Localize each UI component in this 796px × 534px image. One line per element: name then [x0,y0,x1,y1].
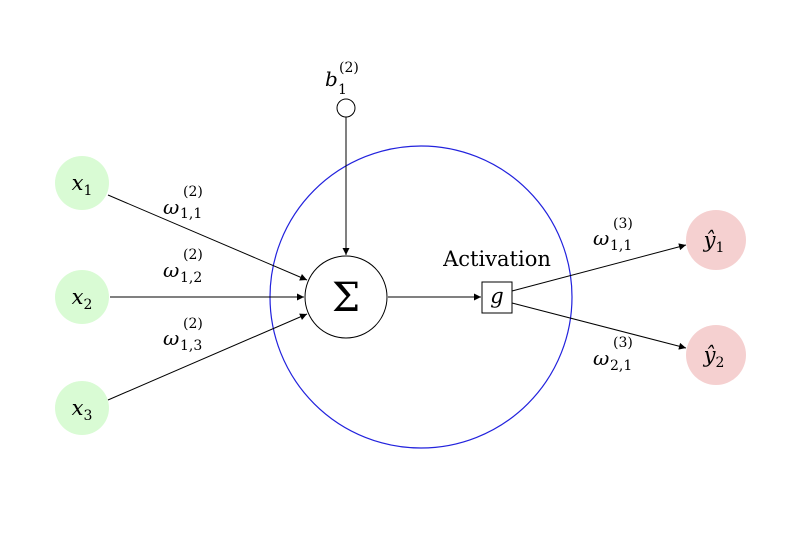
output-2-sub: 2 [715,355,724,371]
input-3-base: x [72,396,84,420]
output-2-base: ŷ [703,343,717,367]
input-3-sub: 3 [83,408,92,424]
weight-3-sub: 1,3 [180,338,202,354]
weight-3-sup: (2) [183,316,203,332]
bias-label: b(2) 1 [325,60,359,98]
svg-text:x2: x2 [72,285,93,313]
input-node-3: x3 [55,381,109,435]
input-1-base: x [72,171,84,195]
svg-text:ŷ1: ŷ1 [703,228,725,256]
edge-x1-sum [107,194,308,281]
input-2-base: x [72,285,84,309]
weight-3-base: ω [163,326,179,350]
bias-sup: (2) [339,60,359,76]
activation-label: Activation [442,247,551,271]
activation-box [481,281,513,314]
out-weight-1-sub: 1,1 [610,238,632,254]
out-weight-label-2: ω(3) 2,1 [593,335,633,374]
weight-label-2: ω(2) 1,2 [163,247,203,286]
svg-text:ŷ2: ŷ2 [703,343,725,371]
out-weight-1-base: ω [593,226,609,250]
weight-1-sub: 1,1 [180,206,202,222]
output-node-1: ŷ1 [686,210,746,270]
edge-activation-y1 [511,243,687,292]
weight-2-base: ω [163,258,179,282]
weight-1-sup: (2) [183,184,203,200]
output-1-sub: 1 [715,240,724,256]
weight-label-1: ω(2) 1,1 [163,184,203,222]
weight-2-sub: 1,2 [180,270,202,286]
bias-node [336,98,356,118]
input-2-sub: 2 [83,297,92,313]
bias-sub: 1 [338,82,347,98]
svg-text:x3: x3 [72,396,93,424]
edge-activation-y2 [511,302,687,350]
svg-text:x1: x1 [72,171,93,199]
weight-2-sup: (2) [183,247,203,263]
weight-label-3: ω(2) 1,3 [163,316,203,354]
sum-node [304,255,388,339]
activation-symbol: g [490,284,503,308]
out-weight-2-base: ω [593,346,609,370]
sum-symbol: Σ [332,275,360,321]
input-node-2: x2 [55,270,109,324]
bias-base: b [325,67,338,91]
out-weight-2-sup: (3) [613,335,633,351]
input-node-1: x1 [55,156,109,210]
output-node-2: ŷ2 [686,325,746,385]
edge-x3-sum [107,313,308,401]
input-1-sub: 1 [83,183,92,199]
out-weight-label-1: ω(3) 1,1 [593,216,633,254]
weight-1-base: ω [163,195,179,219]
out-weight-2-sub: 2,1 [610,358,632,374]
out-weight-1-sup: (3) [613,216,633,232]
output-1-base: ŷ [703,228,717,252]
